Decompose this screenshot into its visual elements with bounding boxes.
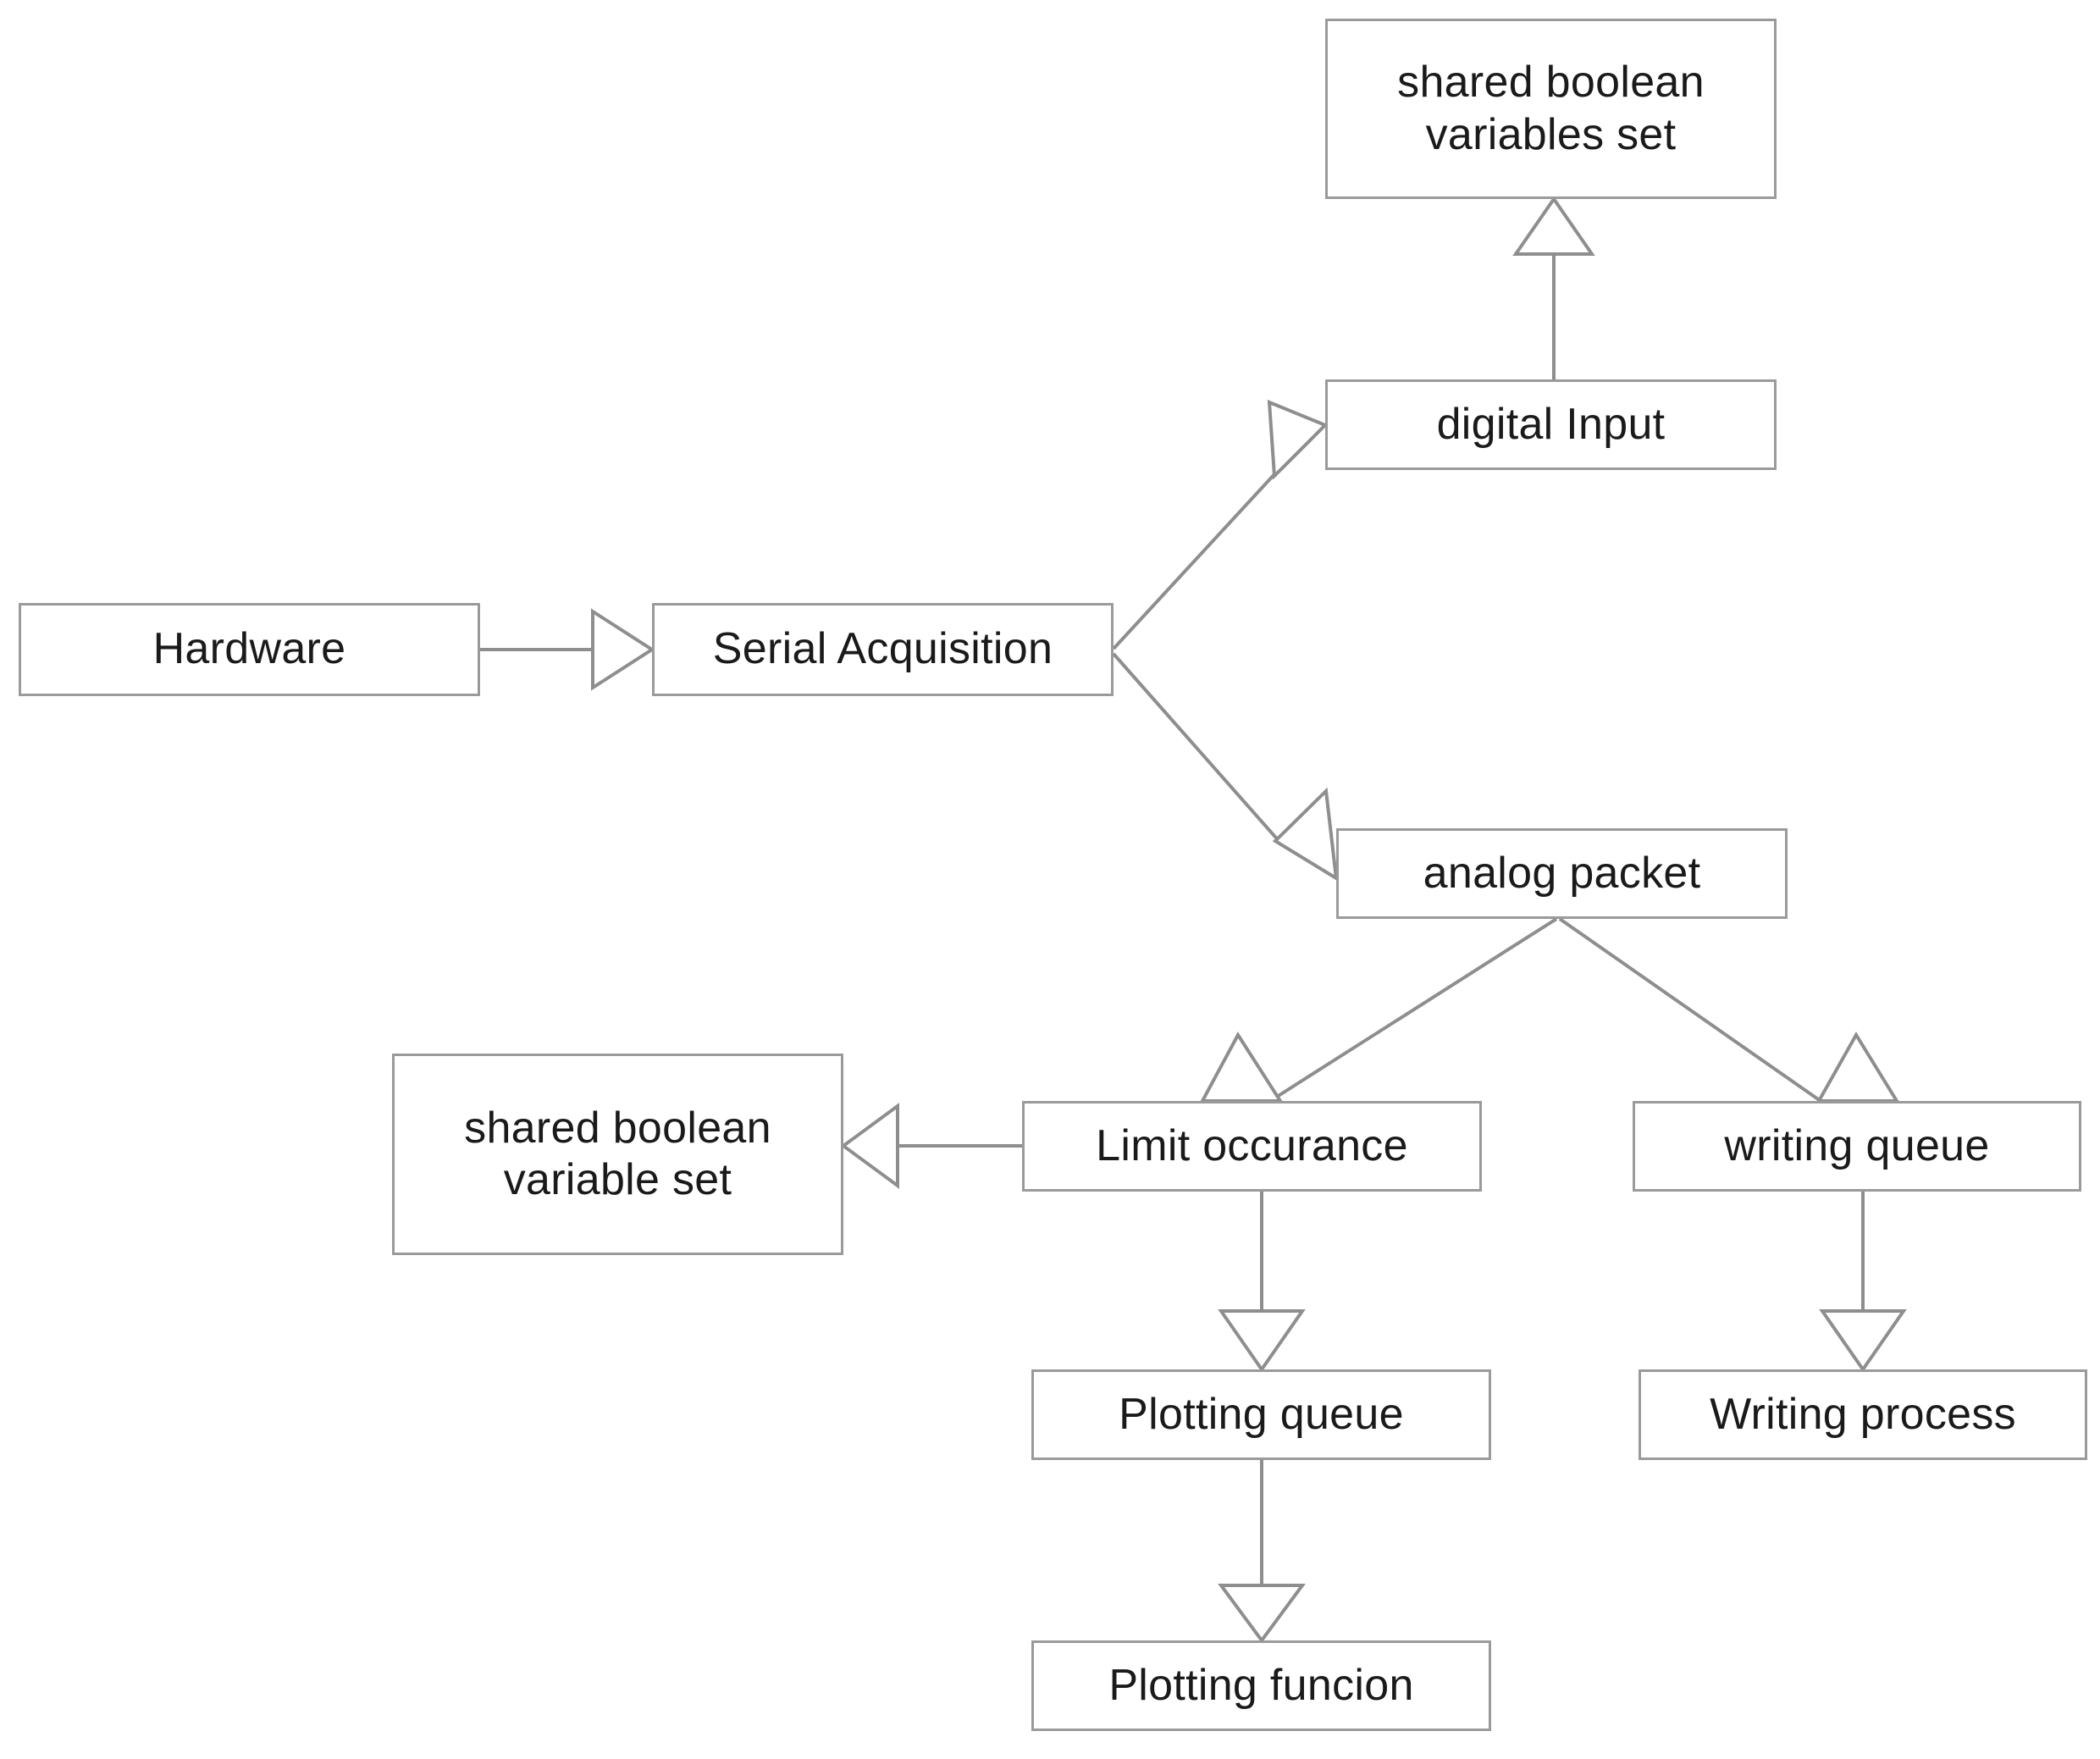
node-plotting-queue[interactable]: Plotting queue <box>1031 1369 1491 1460</box>
edge-serial-acquisition-to-analog-packet <box>1112 652 1339 882</box>
node-serial-acquisition[interactable]: Serial Acquisition <box>652 603 1114 696</box>
node-shared-boolean-variables-set[interactable]: shared boolean variables set <box>1325 19 1777 199</box>
node-writing-process[interactable]: Writing process <box>1639 1369 2087 1460</box>
node-writing-queue[interactable]: writing queue <box>1633 1101 2081 1192</box>
node-shared-boolean-variable-set[interactable]: shared boolean variable set <box>392 1054 843 1255</box>
edge-analog-packet-to-limit-occurance <box>1199 917 1558 1103</box>
edge-plotting-queue-to-plotting-funcion <box>1218 1460 1306 1644</box>
node-plotting-funcion[interactable]: Plotting funcion <box>1031 1640 1491 1731</box>
node-hardware[interactable]: Hardware <box>19 603 480 696</box>
edge-limit-occurance-to-shared-boolean-variable-set <box>840 1103 1022 1189</box>
edge-writing-queue-to-writing-process <box>1819 1192 1907 1373</box>
edge-digital-input-to-shared-boolean-variables-set <box>1512 196 1595 379</box>
edge-limit-occurance-to-plotting-queue <box>1218 1192 1306 1373</box>
edge-analog-packet-to-writing-queue <box>1558 917 1900 1103</box>
node-analog-packet[interactable]: analog packet <box>1336 828 1788 919</box>
edge-hardware-to-serial-acquisition <box>480 608 655 691</box>
edge-serial-acquisition-to-digital-input <box>1112 399 1329 650</box>
node-digital-input[interactable]: digital Input <box>1325 379 1777 470</box>
node-limit-occurance[interactable]: Limit occurance <box>1022 1101 1482 1192</box>
